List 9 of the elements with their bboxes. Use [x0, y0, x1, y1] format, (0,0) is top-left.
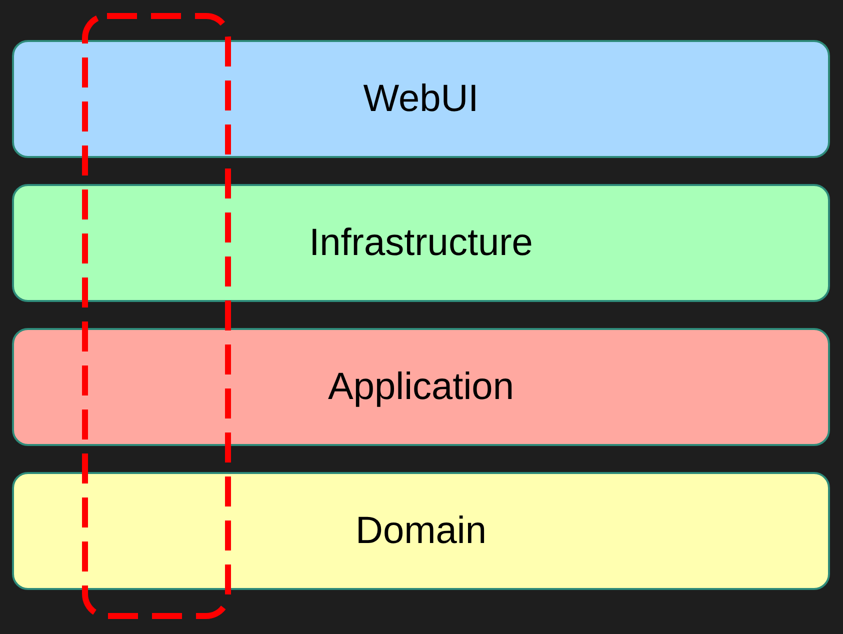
layer-label: Infrastructure — [309, 222, 533, 264]
layer-box — [12, 40, 830, 158]
layer-box — [12, 472, 830, 590]
layer-label: WebUI — [363, 78, 479, 120]
dashed-slice-outline — [82, 13, 231, 619]
layer-box — [12, 184, 830, 302]
layer-box — [12, 328, 830, 446]
layer-label: Application — [328, 366, 514, 408]
layer-label: Domain — [356, 510, 486, 552]
